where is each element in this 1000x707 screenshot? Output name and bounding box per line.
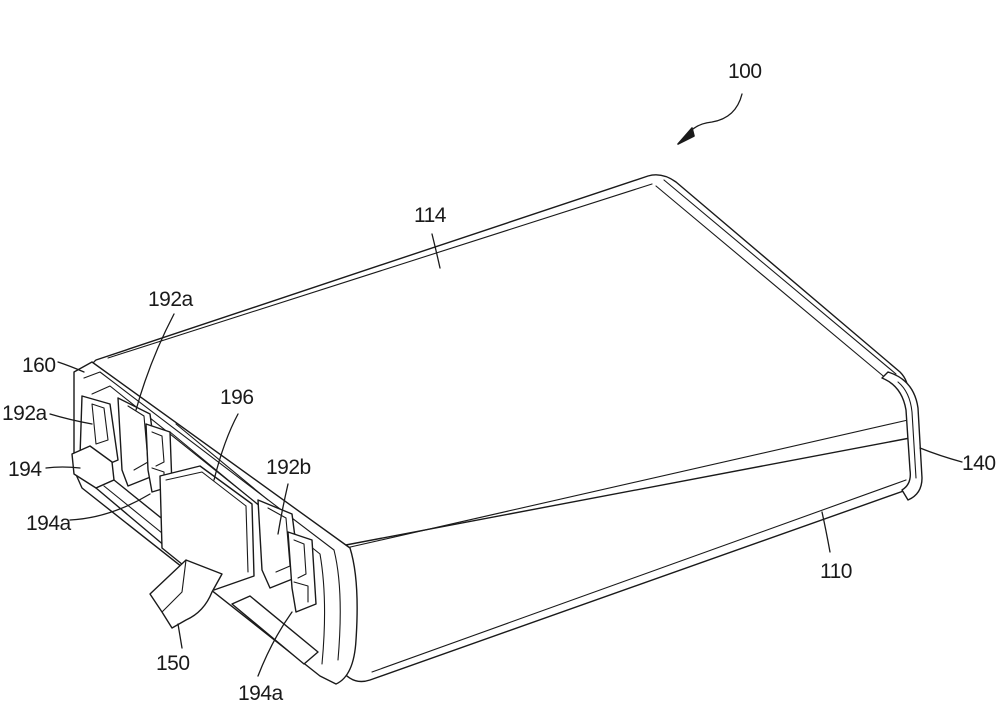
label-140: 140 <box>962 452 996 475</box>
label-194a-bottom: 194a <box>238 682 284 705</box>
label-110: 110 <box>820 560 852 583</box>
arrow-head-100 <box>677 127 695 145</box>
leader-194 <box>45 466 81 469</box>
label-192a-upper: 192a <box>148 288 194 311</box>
leader-192a-left <box>49 413 93 425</box>
reference-labels: 100 114 192a 160 192a 196 194 192b 140 1… <box>2 60 996 705</box>
label-114: 114 <box>414 204 447 227</box>
leader-194a-bottom <box>257 611 293 677</box>
terminal-left-detail <box>91 403 109 445</box>
terminal-right-clip-detail <box>293 539 309 603</box>
leader-194a-left <box>69 493 151 521</box>
front-face-lower-line <box>371 479 907 673</box>
flex-board-edge <box>245 505 249 573</box>
flex-board <box>159 465 255 591</box>
leader-196 <box>213 413 239 481</box>
leader-lines <box>45 93 963 677</box>
cell-body <box>91 174 923 683</box>
flex-board-top <box>165 471 247 507</box>
end-cover-inner <box>83 371 341 661</box>
label-100: 100 <box>728 60 762 83</box>
leader-150 <box>177 623 183 649</box>
leader-192a-upper <box>135 313 175 411</box>
label-192b: 192b <box>266 456 311 479</box>
end-cap-140 <box>881 371 923 501</box>
label-192a-left: 192a <box>2 402 48 425</box>
terminal-end <box>71 361 358 685</box>
label-194a-left: 194a <box>26 512 72 535</box>
flex-cable-150-fold <box>161 559 187 613</box>
top-face-inner-edge <box>107 183 653 359</box>
label-196: 196 <box>220 386 254 409</box>
label-150: 150 <box>156 652 190 675</box>
leader-160 <box>57 361 85 373</box>
leader-114 <box>431 233 441 269</box>
label-194: 194 <box>8 458 42 481</box>
leader-110 <box>821 511 831 553</box>
end-cover-inner-2 <box>91 385 326 665</box>
leader-192b <box>277 483 289 535</box>
top-face-edge-right <box>663 179 897 375</box>
bracket-194a-bottom <box>231 595 319 665</box>
end-cap-inner <box>897 381 917 479</box>
label-160: 160 <box>22 354 56 377</box>
terminal-right-tab-detail <box>267 507 291 573</box>
top-face-edge-right-2 <box>655 185 889 381</box>
leader-140 <box>919 447 963 463</box>
front-face-upper-line <box>345 419 909 549</box>
terminal-right-clip <box>287 531 317 613</box>
flex-cable-150 <box>149 559 223 629</box>
